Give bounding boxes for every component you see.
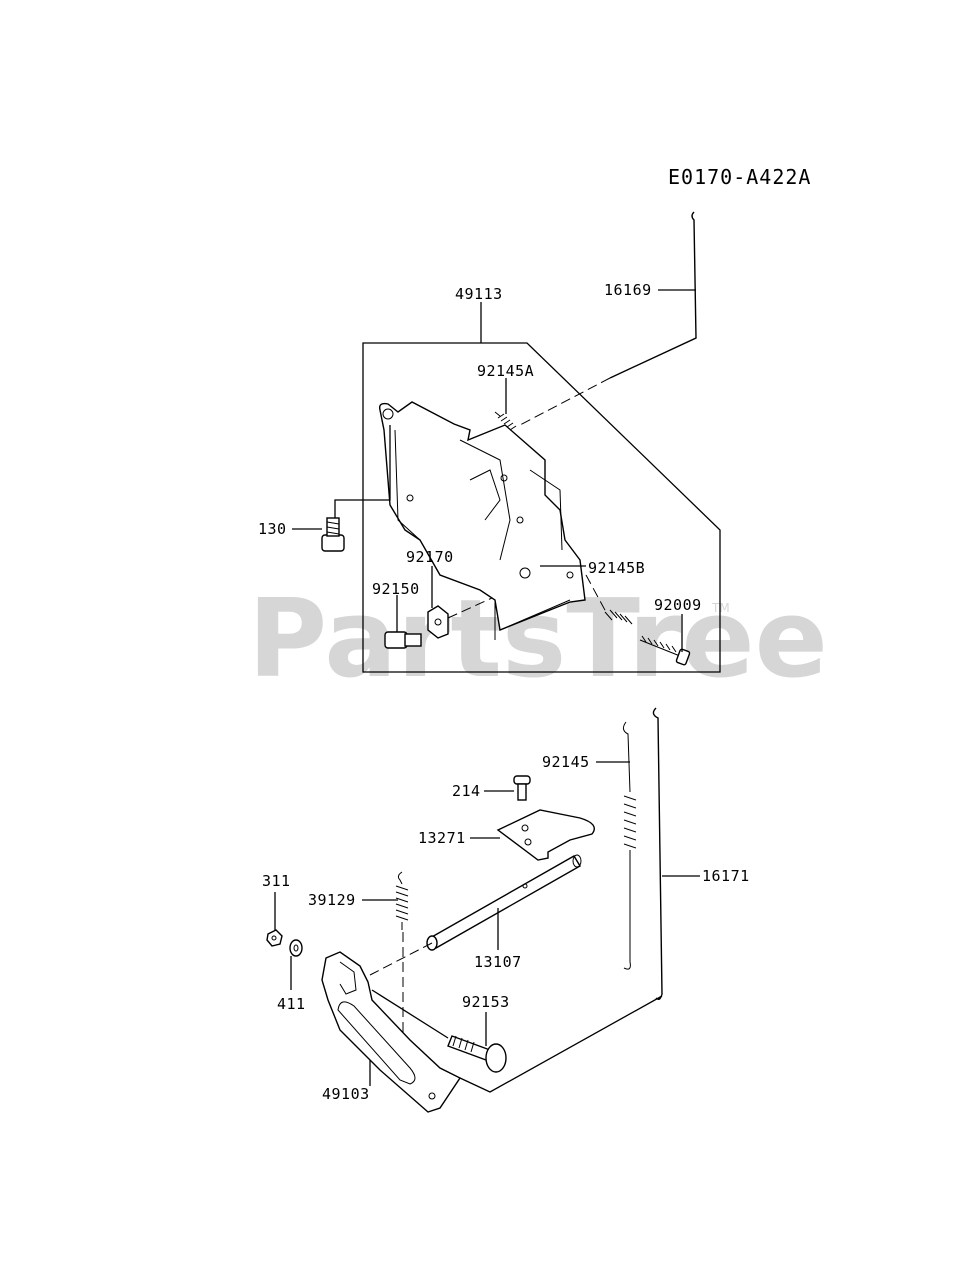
spring-92145B xyxy=(604,609,633,625)
label-92145A: 92145A xyxy=(477,362,534,380)
label-49103: 49103 xyxy=(322,1085,370,1103)
shaft-13107-link xyxy=(369,942,433,976)
pin-92153 xyxy=(447,1035,507,1073)
label-214: 214 xyxy=(452,782,481,800)
nut-311 xyxy=(266,929,283,947)
label-130: 130 xyxy=(258,520,287,538)
pin-92153-link xyxy=(371,989,449,1039)
label-92170: 92170 xyxy=(406,548,454,566)
lever-49103 xyxy=(321,951,462,1113)
clip-92170 xyxy=(427,605,449,639)
diagram-code: E0170-A422A xyxy=(668,165,811,189)
screw-92009 xyxy=(639,635,691,666)
shaft-13107 xyxy=(426,854,582,951)
label-411: 411 xyxy=(277,995,306,1013)
label-13107: 13107 xyxy=(474,953,522,971)
rod-16171 xyxy=(652,707,663,1001)
label-311: 311 xyxy=(262,872,291,890)
label-39129: 39129 xyxy=(308,891,356,909)
rod-16171-link xyxy=(459,995,663,1093)
label-92150: 92150 xyxy=(372,580,420,598)
clip-92170-link xyxy=(447,597,493,619)
label-13271: 13271 xyxy=(418,829,466,847)
label-92009: 92009 xyxy=(654,596,702,614)
rod-16169 xyxy=(609,211,697,379)
leader-130 xyxy=(292,425,391,530)
spring-39129 xyxy=(395,871,409,930)
washer-411 xyxy=(289,939,303,957)
bolt-130 xyxy=(321,517,345,552)
label-16169: 16169 xyxy=(604,281,652,299)
label-92145B: 92145B xyxy=(588,559,645,577)
label-92145: 92145 xyxy=(542,753,590,771)
label-92153: 92153 xyxy=(462,993,510,1011)
rod-16169-link xyxy=(519,377,611,426)
bracket-13271 xyxy=(496,809,595,861)
bolt-92150 xyxy=(384,631,422,649)
frame-49113 xyxy=(362,342,721,673)
label-49113: 49113 xyxy=(455,285,503,303)
spring-92145B-link xyxy=(585,574,607,613)
label-16171: 16171 xyxy=(702,867,750,885)
spring-92145A xyxy=(494,411,517,431)
control-plate xyxy=(378,401,586,640)
screw-214 xyxy=(513,775,531,801)
spring-92145 xyxy=(622,721,637,970)
